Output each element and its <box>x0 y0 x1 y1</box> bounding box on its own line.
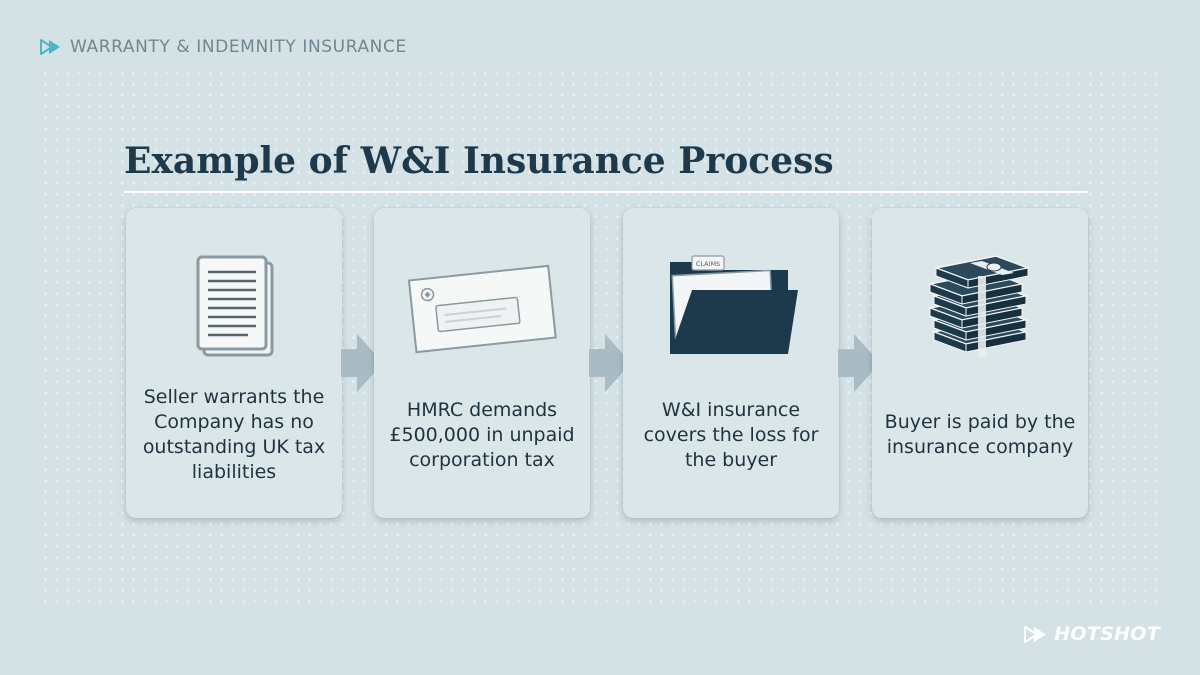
step-card-1: Seller warrants the Company has no outst… <box>126 208 342 518</box>
envelope-icon <box>407 264 557 354</box>
step-label: HMRC demands £500,000 in unpaid corporat… <box>389 398 575 471</box>
money-stack-icon <box>927 255 1031 358</box>
arrow-right-icon <box>589 334 631 392</box>
hotshot-logo: HOTSHOT <box>1024 623 1160 645</box>
document-icon <box>196 255 274 357</box>
step-card-3: CLAIMS W&I insurance covers the loss for… <box>623 208 839 518</box>
section-label: WARRANTY & INDEMNITY INSURANCE <box>70 37 407 57</box>
arrow-right-icon <box>838 334 880 392</box>
section-header: WARRANTY & INDEMNITY INSURANCE <box>40 36 407 58</box>
title-divider <box>124 191 1088 193</box>
step-label: W&I insurance covers the loss for the bu… <box>643 398 819 471</box>
step-card-4: Buyer is paid by the insurance company <box>872 208 1088 518</box>
play-icon <box>40 39 60 55</box>
step-label: Buyer is paid by the insurance company <box>884 411 1076 458</box>
folder-icon: CLAIMS <box>670 255 798 354</box>
page-title: Example of W&I Insurance Process <box>124 140 834 182</box>
folder-tab-label: CLAIMS <box>696 260 720 268</box>
arrow-right-icon <box>341 334 383 392</box>
step-card-2: HMRC demands £500,000 in unpaid corporat… <box>374 208 590 518</box>
play-icon <box>1024 625 1047 643</box>
logo-text: HOTSHOT <box>1054 623 1160 645</box>
step-label: Seller warrants the Company has no outst… <box>142 386 326 483</box>
